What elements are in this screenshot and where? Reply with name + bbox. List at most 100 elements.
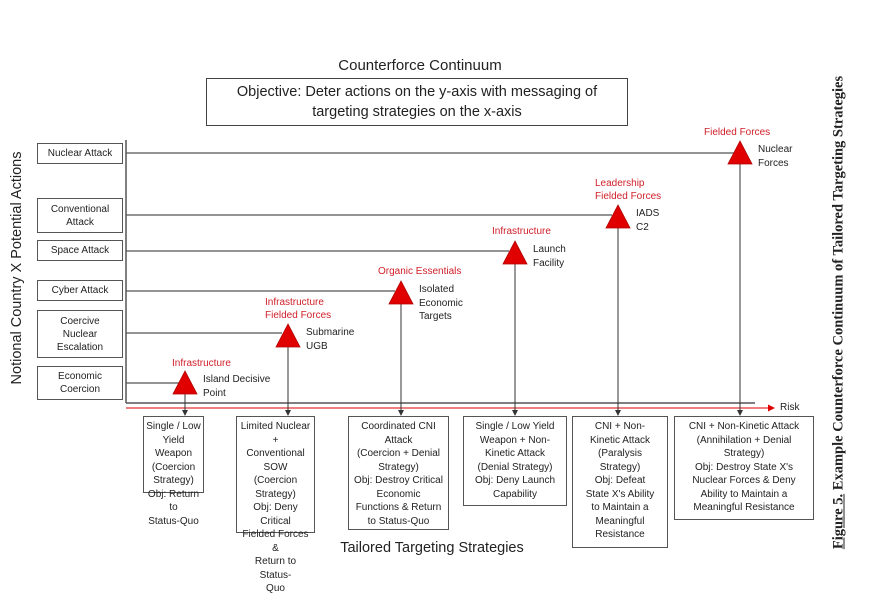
action-label: Cyber Attack xyxy=(51,285,109,296)
strategy-line: (Coercion xyxy=(151,461,196,473)
strategy-line: Single / Low Yield xyxy=(475,421,555,432)
category-line: Infrastructure xyxy=(172,358,231,369)
target-line: Submarine xyxy=(306,327,355,338)
strategy-line: (Denial Strategy) xyxy=(477,461,553,473)
category-line: Leadership xyxy=(595,178,645,189)
strategy-line: (Annihilation + Denial xyxy=(696,434,792,446)
action-box: Nuclear Attack xyxy=(37,143,123,164)
action-label: Coercion xyxy=(59,384,101,395)
category-line: Fielded Forces xyxy=(595,191,662,202)
strategy-line: Yield Weapon xyxy=(154,434,193,460)
action-label: Conventional xyxy=(50,203,110,215)
objective-line: targeting strategies on the x-axis xyxy=(312,104,522,120)
risk-label: Risk xyxy=(780,402,800,413)
action-label: Economic xyxy=(58,371,102,382)
strategy-line: Obj: Deny Critical xyxy=(253,502,298,527)
strategy-line: to Status-Quo xyxy=(367,515,430,527)
target-category: Fielded Forces xyxy=(704,126,770,139)
strategy-line: Return to Status- xyxy=(254,556,297,581)
strategy-line: Obj: Return to xyxy=(147,488,200,514)
strategy-line: Weapon + Non- xyxy=(479,434,551,446)
target-label: IADS C2 xyxy=(636,207,659,234)
category-line: Organic Essentials xyxy=(378,266,462,277)
target-line: Island Decisive xyxy=(203,374,271,385)
target-line: Nuclear xyxy=(758,144,793,155)
strategy-line: Functions & Return xyxy=(355,502,442,513)
target-category: Infrastructure xyxy=(492,225,551,238)
target-category: Infrastructure xyxy=(172,357,231,370)
strategy-line: Obj: Deny Launch xyxy=(474,475,556,486)
strategy-line: Single / Low xyxy=(146,421,201,432)
strategy-line: Limited Nuclear + xyxy=(240,421,311,446)
triangle-marker-icon xyxy=(727,140,753,165)
strategy-line: Economic xyxy=(376,488,421,500)
strategy-line: Coordinated CNI xyxy=(361,421,436,432)
strategy-line: Obj: Defeat xyxy=(594,475,646,486)
objective-line: Objective: Deter actions on the y-axis w… xyxy=(236,84,598,100)
target-line: Facility xyxy=(533,257,565,269)
strategy-line: Strategy) xyxy=(378,461,419,473)
action-label: Coercive xyxy=(60,315,100,327)
action-label: Attack xyxy=(66,216,94,228)
target-line: Economic xyxy=(419,297,463,309)
category-line: Infrastructure xyxy=(265,297,324,308)
triangle-marker-icon xyxy=(275,323,301,348)
strategy-line: Resistance xyxy=(595,529,645,540)
strategy-line: Attack xyxy=(384,434,413,446)
strategy-line: State X's Ability xyxy=(585,488,655,500)
strategy-line: Quo xyxy=(266,583,285,594)
category-line: Infrastructure xyxy=(492,226,551,237)
target-line: Targets xyxy=(419,311,452,322)
triangle-marker-icon xyxy=(605,204,631,229)
strategy-line: Obj: Destroy Critical xyxy=(354,475,443,486)
target-line: Launch xyxy=(533,244,566,255)
strategy-line: Strategy) xyxy=(255,488,296,500)
x-axis-label: Tailored Targeting Strategies xyxy=(340,540,524,556)
objective-box: Objective: Deter actions on the y-axis w… xyxy=(206,78,628,126)
figure-caption: Figure 5. Example Counterforce Continuum… xyxy=(831,68,848,558)
category-line: Fielded Forces xyxy=(265,310,332,321)
action-label: Nuclear xyxy=(62,328,98,340)
action-box: Space Attack xyxy=(37,240,123,261)
target-line: Forces xyxy=(758,157,789,169)
strategy-line: to Maintain a xyxy=(591,502,649,513)
strategy-line: Fielded Forces & xyxy=(242,529,309,554)
target-line: Isolated xyxy=(419,284,455,295)
strategy-line: Obj: Destroy State X's xyxy=(694,461,794,473)
target-category: Organic Essentials xyxy=(378,265,461,278)
strategy-line: Kinetic Attack xyxy=(589,434,651,446)
target-line: IADS xyxy=(636,208,660,219)
action-label: Space Attack xyxy=(50,245,110,256)
target-line: C2 xyxy=(636,221,649,233)
strategy-box: CNI + Non-Kinetic Attack(Annihilation + … xyxy=(674,416,814,520)
strategy-line: Meaningful Resistance xyxy=(693,502,795,513)
strategy-line: Meaningful xyxy=(595,515,645,527)
strategy-line: Nuclear Forces & Deny xyxy=(692,475,796,486)
strategy-line: Ability to Maintain a xyxy=(700,488,788,500)
y-axis-label: Notional Country X Potential Actions xyxy=(9,151,25,385)
strategy-line: (Coercion xyxy=(253,475,298,486)
strategy-box: Limited Nuclear +Conventional SOW (Coerci… xyxy=(236,416,315,594)
target-line: UGB xyxy=(306,340,328,352)
strategy-line: Conventional SOW xyxy=(246,448,305,473)
caption-text: Example Counterforce Continuum of Tailor… xyxy=(830,75,847,494)
strategy-line: Kinetic Attack xyxy=(484,448,546,459)
triangle-marker-icon xyxy=(388,280,414,305)
strategy-line: Strategy) xyxy=(153,475,194,486)
action-label: Escalation xyxy=(56,341,104,353)
strategy-line: Status-Quo xyxy=(148,515,199,527)
strategy-line: CNI + Non- xyxy=(594,421,646,432)
triangle-marker-icon xyxy=(502,240,528,265)
